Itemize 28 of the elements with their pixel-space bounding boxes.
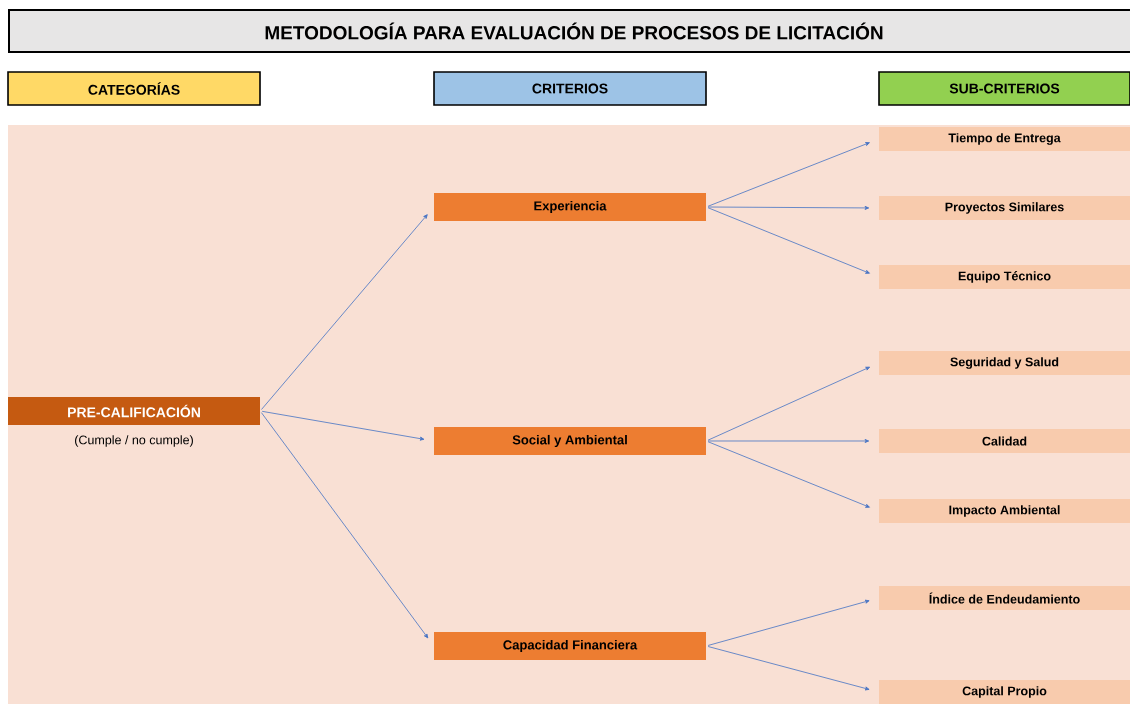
note-text: (Cumple / no cumple) — [75, 435, 193, 447]
arrow — [707, 142, 870, 207]
subcriterion-box: Calidad — [879, 429, 1130, 453]
category-header: CATEGORÍAS — [7, 71, 261, 106]
subcriterion-box: Capital Propio — [879, 680, 1130, 704]
arrow — [707, 441, 870, 508]
arrow — [261, 214, 428, 410]
arrow — [261, 410, 425, 441]
subcriteria-header: SUB-CRITERIOS — [878, 71, 1130, 106]
arrow — [261, 412, 429, 639]
category-box: PRE-CALIFICACIÓN — [8, 397, 260, 425]
subcriterion-box: Seguridad y Salud — [879, 351, 1130, 375]
arrow — [707, 207, 870, 274]
subcriterion-box: Impacto Ambiental — [879, 499, 1130, 523]
arrow — [707, 366, 871, 441]
arrow — [707, 439, 870, 443]
arrow — [707, 205, 870, 210]
subcriterion-box: Índice de Endeudamiento — [879, 586, 1130, 610]
arrow — [707, 599, 870, 646]
criterion-box: Experiencia — [434, 193, 706, 221]
subcriterion-box: Proyectos Similares — [879, 196, 1130, 220]
subcriterion-box: Tiempo de Entrega — [879, 127, 1130, 151]
criterion-box: Social y Ambiental — [434, 427, 706, 455]
arrow — [707, 646, 870, 691]
subcriterion-box: Equipo Técnico — [879, 265, 1130, 289]
criteria-header: CRITERIOS — [433, 71, 707, 106]
criterion-box: Capacidad Financiera — [434, 632, 706, 660]
title-bar: METODOLOGÍA PARA EVALUACIÓN DE PROCESOS DE LICITACIÓN — [8, 9, 1130, 53]
